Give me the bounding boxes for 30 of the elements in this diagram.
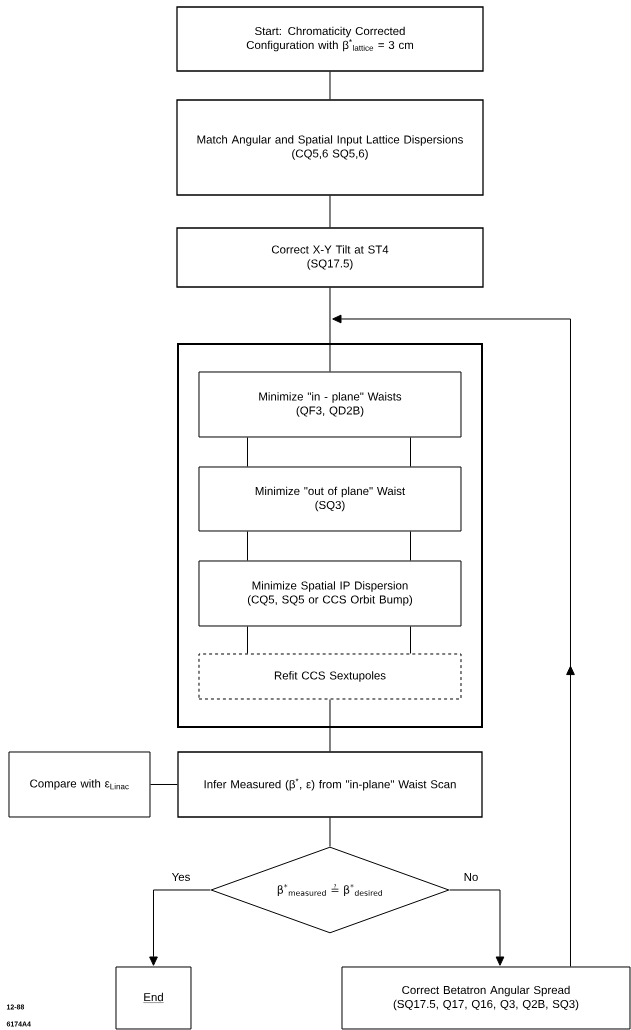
group-box: [177, 343, 483, 728]
process-box: Match Angular and Spatial Input Lattice Dispersions (CQ5,6 SQ5,6): [176, 99, 484, 196]
connector-line: [329, 195, 331, 228]
connector-line: [247, 531, 248, 561]
connector-line: [410, 626, 411, 654]
arrow: [449, 889, 505, 966]
end-box: End: [115, 966, 192, 1030]
connector-line: [247, 437, 248, 467]
edge-label: No: [462, 872, 480, 882]
process-box: Correct X-Y Tilt at ST4 (SQ17.5): [176, 227, 484, 288]
process-box: Minimize "in - plane" Waists (QF3, QD2B): [198, 371, 462, 438]
connector-line: [247, 626, 248, 654]
connector-line: [329, 817, 331, 847]
process-box: Start: Chromaticity Corrected Configuration with β$^{*}$$_{lattice}$ = 3 cm: [176, 6, 484, 72]
process-box: Correct Betatron Angular Spread (SQ17.5, Q17, Q16, Q3, Q2B, SQ3): [341, 966, 631, 1030]
connector-line: [329, 342, 331, 372]
connector-line: [329, 287, 331, 344]
connector-line: [410, 531, 411, 561]
connector-line: [150, 784, 178, 785]
process-box: Minimize "out of plane" Waist (SQ3): [198, 466, 462, 532]
edge-label: Yes: [170, 872, 192, 882]
connector-line: [329, 699, 331, 752]
process-box: Compare with ε$_{Linac}$: [8, 751, 151, 818]
connector-line: [410, 437, 411, 467]
dashed-box: Refit CCS Sextupoles: [198, 653, 462, 700]
arrow: [149, 889, 211, 966]
feedback-arrow: [332, 314, 575, 967]
process-box: Minimize Spatial IP Dispersion (CQ5, SQ5 or CCS Orbit Bump): [198, 560, 462, 627]
connector-line: [329, 71, 331, 100]
process-box: Infer Measured (β$^{*}$, ε) from "in-plane" Waist Scan: [177, 751, 483, 818]
